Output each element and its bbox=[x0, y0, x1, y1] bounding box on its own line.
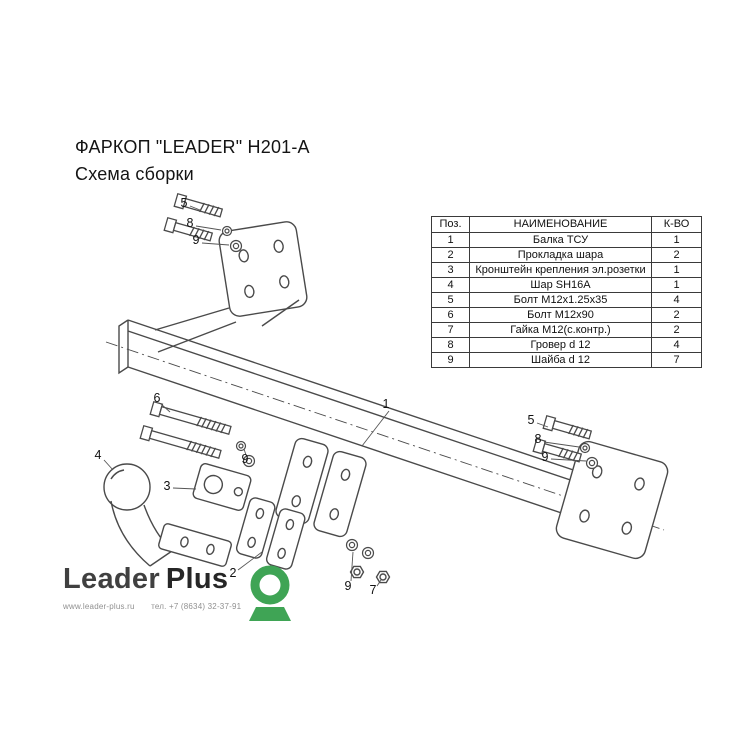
parts-table: Поз. НАИМЕНОВАНИЕ К-ВО 1 Балка ТСУ 1 2 П… bbox=[431, 216, 702, 368]
cell-qty: 2 bbox=[651, 307, 702, 323]
cell-pos: 1 bbox=[431, 232, 470, 248]
cell-pos: 9 bbox=[431, 352, 470, 368]
hitch-ball-icon bbox=[249, 565, 291, 621]
cell-qty: 2 bbox=[651, 247, 702, 263]
callout-7-nuts: 7 bbox=[369, 583, 377, 597]
table-row: 2 Прокладка шара 2 bbox=[431, 247, 702, 263]
parts-table-header: Поз. НАИМЕНОВАНИЕ К-ВО bbox=[431, 216, 702, 233]
cell-pos: 3 bbox=[431, 262, 470, 278]
cell-name: Шайба d 12 bbox=[469, 352, 652, 368]
top-bracket bbox=[154, 221, 308, 353]
main-beam bbox=[105, 319, 665, 531]
cell-name: Болт М12х90 bbox=[469, 307, 652, 323]
cell-pos: 7 bbox=[431, 322, 470, 338]
table-row: 7 Гайка М12(с.контр.) 2 bbox=[431, 322, 702, 338]
table-row: 9 Шайба d 12 7 bbox=[431, 352, 702, 368]
cell-qty: 4 bbox=[651, 292, 702, 308]
right-end-plate bbox=[555, 440, 669, 560]
callout-9-right: 9 bbox=[541, 450, 549, 464]
spacer-plates bbox=[235, 497, 306, 570]
cell-qty: 1 bbox=[651, 262, 702, 278]
cell-pos: 6 bbox=[431, 307, 470, 323]
hanging-brackets bbox=[275, 437, 367, 538]
callout-3-bracket: 3 bbox=[163, 479, 171, 493]
leader-lines bbox=[103, 205, 587, 587]
ball-flange bbox=[158, 523, 232, 567]
cell-pos: 2 bbox=[431, 247, 470, 263]
table-row: 5 Болт М12х1.25х35 4 bbox=[431, 292, 702, 308]
callout-5-top: 5 bbox=[180, 196, 188, 210]
callout-9-bottom: 9 bbox=[344, 579, 352, 593]
cell-name: Шар SH16A bbox=[469, 277, 652, 293]
table-row: 6 Болт М12х90 2 bbox=[431, 307, 702, 323]
brand-name-plus: Plus bbox=[165, 563, 229, 595]
header-qty: К-ВО bbox=[651, 216, 702, 233]
callout-8-top: 8 bbox=[186, 216, 194, 230]
callout-5-right: 5 bbox=[527, 413, 535, 427]
callout-9-top: 9 bbox=[192, 233, 200, 247]
callout-1-beam: 1 bbox=[382, 397, 390, 411]
table-row: 1 Балка ТСУ 1 bbox=[431, 232, 702, 248]
bolts-left bbox=[139, 401, 256, 468]
table-row: 3 Кронштейн крепления эл.розетки 1 bbox=[431, 262, 702, 278]
cell-name: Прокладка шара bbox=[469, 247, 652, 263]
cell-name: Гровер d 12 bbox=[469, 337, 652, 353]
tow-ball bbox=[103, 463, 232, 567]
table-row: 8 Гровер d 12 4 bbox=[431, 337, 702, 353]
cell-pos: 8 bbox=[431, 337, 470, 353]
page-title: ФАРКОП "LEADER" H201-A Схема сборки bbox=[75, 134, 310, 188]
cell-qty: 1 bbox=[651, 277, 702, 293]
cell-qty: 1 bbox=[651, 232, 702, 248]
cell-qty: 4 bbox=[651, 337, 702, 353]
cell-name: Гайка М12(с.контр.) bbox=[469, 322, 652, 338]
header-name: НАИМЕНОВАНИЕ bbox=[469, 216, 652, 233]
brand-phone: тел. +7 (8634) 32-37-91 bbox=[151, 602, 242, 611]
callout-4-ball: 4 bbox=[94, 448, 102, 462]
cell-name: Болт М12х1.25х35 bbox=[469, 292, 652, 308]
cell-qty: 7 bbox=[651, 352, 702, 368]
socket-bracket bbox=[192, 463, 252, 511]
brand-contact: www.leader-plus.ru тел. +7 (8634) 32-37-… bbox=[63, 602, 383, 611]
cell-name: Кронштейн крепления эл.розетки bbox=[469, 262, 652, 278]
brand-website: www.leader-plus.ru bbox=[63, 602, 135, 611]
cell-pos: 5 bbox=[431, 292, 470, 308]
cell-pos: 4 bbox=[431, 277, 470, 293]
callout-6-bolts: 6 bbox=[153, 391, 161, 405]
brand-name-leader: Leader bbox=[63, 563, 160, 595]
callout-2-spacers: 2 bbox=[229, 566, 237, 580]
cell-qty: 2 bbox=[651, 322, 702, 338]
header-pos: Поз. bbox=[431, 216, 470, 233]
title-line-1: ФАРКОП "LEADER" H201-A bbox=[75, 137, 310, 157]
callout-8-right: 8 bbox=[534, 432, 542, 446]
callout-9-left: 9 bbox=[241, 452, 249, 466]
title-line-2: Схема сборки bbox=[75, 164, 194, 184]
washers-nuts-bottom bbox=[345, 538, 391, 584]
table-row: 4 Шар SH16A 1 bbox=[431, 277, 702, 293]
cell-name: Балка ТСУ bbox=[469, 232, 652, 248]
